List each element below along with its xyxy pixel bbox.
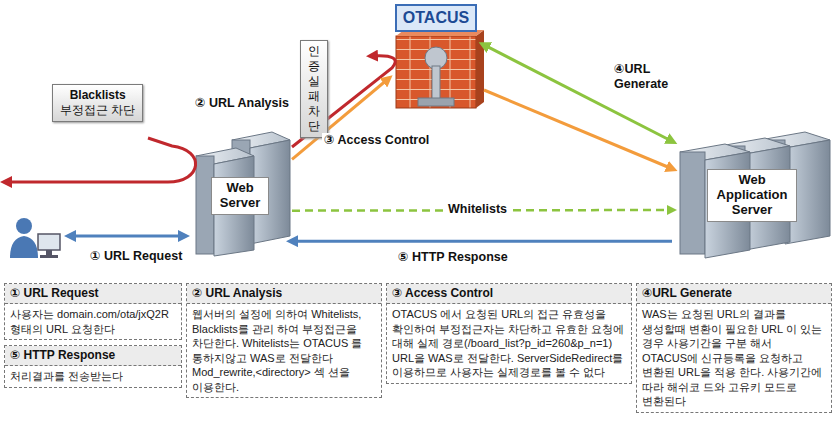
edge-label: Whitelists bbox=[446, 202, 509, 217]
edge-label: ③ Access Control bbox=[322, 133, 431, 148]
box-heading: ② URL Analysis bbox=[187, 284, 381, 304]
node-label: Web Application Server bbox=[707, 169, 797, 222]
firewall-icon bbox=[396, 30, 484, 108]
callout-box: Blacklists부정접근 차단 bbox=[52, 84, 143, 122]
edge-label: ④URL Generate bbox=[612, 62, 680, 92]
callout-box: 인증실패 차단 bbox=[300, 40, 328, 138]
description-box: ④URL GenerateWAS는 요청된 URL의 결과를 생성할때 변환이 … bbox=[636, 283, 832, 413]
box-body: OTACUS 에서 요청된 URL의 접근 유효성을 확인하여 부정접근자는 차… bbox=[387, 304, 631, 383]
node-label: Blacklists bbox=[60, 88, 135, 103]
edge-label: ⑤ HTTP Response bbox=[396, 250, 510, 265]
description-box: ⑤ HTTP Response처리결과를 전송받는다 bbox=[4, 345, 182, 388]
box-heading: ① URL Request bbox=[5, 284, 181, 304]
user-icon bbox=[10, 218, 60, 258]
node-label: 부정접근 차단 bbox=[60, 103, 135, 118]
node-label: OTACUS bbox=[395, 4, 477, 32]
block-arrow bbox=[6, 138, 196, 182]
request-arrow bbox=[70, 235, 184, 238]
server-icon bbox=[196, 132, 290, 256]
server-icon bbox=[680, 132, 830, 258]
connector-arrow bbox=[292, 240, 672, 243]
server-node: Web Application Server bbox=[672, 135, 832, 260]
step-label: ① URL Request bbox=[88, 249, 184, 264]
server-node: Web Server bbox=[188, 135, 292, 257]
node-label: Web Server bbox=[211, 177, 269, 215]
box-heading: ③ Access Control bbox=[387, 284, 631, 304]
firewall-node: OTACUS bbox=[388, 2, 484, 112]
box-body: 사용자는 domain.com/ota/jxQ2R 형태의 URL 요청한다 bbox=[5, 304, 181, 339]
description-box: ② URL Analysis웹서버의 설정에 의하여 Whitelists, B… bbox=[186, 283, 382, 398]
box-body: WAS는 요청된 URL의 결과를 생성할때 변환이 필요한 URL 이 있는 … bbox=[637, 304, 831, 412]
box-heading: ⑤ HTTP Response bbox=[5, 346, 181, 366]
connector-arrow bbox=[484, 45, 672, 141]
node-label: 인증실패 차단 bbox=[308, 44, 320, 134]
box-body: 웹서버의 설정에 의하여 Whitelists, Blacklists를 관리 … bbox=[187, 304, 381, 397]
box-body: 처리결과를 전송받는다 bbox=[5, 366, 181, 387]
step-label: ② URL Analysis bbox=[193, 96, 291, 111]
box-heading: ④URL Generate bbox=[637, 284, 831, 304]
connector-arrow bbox=[484, 90, 672, 169]
description-box: ③ Access ControlOTACUS 에서 요청된 URL의 접근 유효… bbox=[386, 283, 632, 384]
description-box: ① URL Request사용자는 domain.com/ota/jxQ2R 형… bbox=[4, 283, 182, 340]
